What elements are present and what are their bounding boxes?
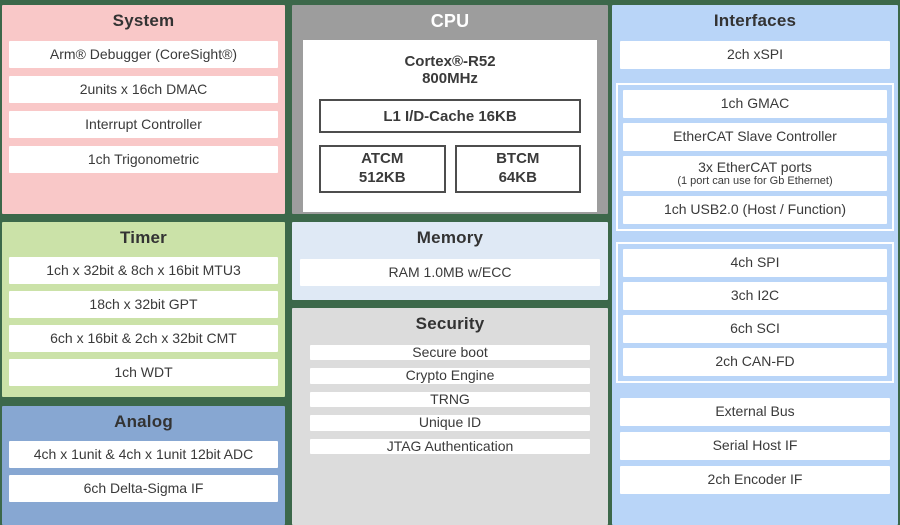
analog-item-delta-sigma: 6ch Delta-Sigma IF <box>9 475 278 502</box>
system-item-interrupt-controller: Interrupt Controller <box>9 111 278 138</box>
interfaces-item-can-fd: 2ch CAN-FD <box>623 348 887 376</box>
interfaces-item-ethercat-slave: EtherCAT Slave Controller <box>623 123 887 151</box>
memory-title: Memory <box>416 228 484 247</box>
timer-block: Timer 1ch x 32bit & 8ch x 16bit MTU3 18c… <box>2 222 285 397</box>
security-item-unique-id: Unique ID <box>310 414 590 431</box>
security-item-secure-boot: Secure boot <box>310 344 590 361</box>
security-block: Security Secure boot Crypto Engine TRNG … <box>292 308 608 525</box>
interfaces-serial-group: 4ch SPI 3ch I2C 6ch SCI 2ch CAN-FD <box>616 242 894 383</box>
atcm-label: ATCM <box>361 150 404 168</box>
cpu-l1-cache-box: L1 I/D-Cache 16KB <box>319 99 581 133</box>
system-items: Arm® Debugger (CoreSight®) 2units x 16ch… <box>9 41 278 173</box>
security-title: Security <box>415 314 485 333</box>
interfaces-ethernet-group: 1ch GMAC EtherCAT Slave Controller 3x Et… <box>616 83 894 231</box>
timer-item-cmt: 6ch x 16bit & 2ch x 32bit CMT <box>9 325 278 352</box>
interfaces-item-i2c: 3ch I2C <box>623 282 887 310</box>
analog-items: 4ch x 1unit & 4ch x 1unit 12bit ADC 6ch … <box>9 441 278 502</box>
interfaces-item-usb: 1ch USB2.0 (Host / Function) <box>623 196 887 224</box>
interfaces-item-xspi: 2ch xSPI <box>620 41 890 69</box>
interfaces-item-gmac: 1ch GMAC <box>623 90 887 118</box>
cpu-tcm-row: ATCM 512KB BTCM 64KB <box>319 145 581 193</box>
interfaces-item-serial-host-if: Serial Host IF <box>620 432 890 460</box>
security-item-jtag-auth: JTAG Authentication <box>310 438 590 454</box>
timer-item-mtu3: 1ch x 32bit & 8ch x 16bit MTU3 <box>9 257 278 284</box>
cpu-frequency: 800MHz <box>422 70 478 87</box>
analog-block: Analog 4ch x 1unit & 4ch x 1unit 12bit A… <box>2 406 285 525</box>
timer-title: Timer <box>120 228 167 247</box>
cpu-core-name: Cortex®-R52 <box>404 53 496 70</box>
ethercat-ports-label: 3x EtherCAT ports <box>698 158 812 175</box>
memory-block: Memory RAM 1.0MB w/ECC <box>292 222 608 300</box>
security-items: Secure boot Crypto Engine TRNG Unique ID… <box>310 344 590 454</box>
timer-items: 1ch x 32bit & 8ch x 16bit MTU3 18ch x 32… <box>9 257 278 386</box>
ethercat-ports-note: (1 port can use for Gb Ethernet) <box>677 175 833 188</box>
analog-item-adc: 4ch x 1unit & 4ch x 1unit 12bit ADC <box>9 441 278 468</box>
interfaces-bottom-items: External Bus Serial Host IF 2ch Encoder … <box>620 398 890 494</box>
interfaces-item-sci: 6ch SCI <box>623 315 887 343</box>
cpu-btcm-box: BTCM 64KB <box>454 145 581 193</box>
interfaces-item-external-bus: External Bus <box>620 398 890 426</box>
system-item-arm-debugger: Arm® Debugger (CoreSight®) <box>9 41 278 68</box>
interfaces-block: Interfaces 2ch xSPI 1ch GMAC EtherCAT Sl… <box>612 5 898 525</box>
memory-item-ram: RAM 1.0MB w/ECC <box>300 259 600 286</box>
system-item-trigonometric: 1ch Trigonometric <box>9 146 278 173</box>
atcm-size: 512KB <box>358 169 406 186</box>
timer-item-wdt: 1ch WDT <box>9 359 278 386</box>
cpu-core-panel: Cortex®-R52 800MHz L1 I/D-Cache 16KB ATC… <box>303 40 597 212</box>
cpu-title: CPU <box>430 11 470 31</box>
timer-item-gpt: 18ch x 32bit GPT <box>9 291 278 318</box>
interfaces-title: Interfaces <box>713 11 797 30</box>
cpu-block: CPU Cortex®-R52 800MHz L1 I/D-Cache 16KB… <box>292 5 608 214</box>
system-item-dmac: 2units x 16ch DMAC <box>9 76 278 103</box>
interfaces-item-ethercat-ports: 3x EtherCAT ports (1 port can use for Gb… <box>623 156 887 191</box>
security-item-trng: TRNG <box>310 391 590 408</box>
cpu-atcm-box: ATCM 512KB <box>319 145 446 193</box>
btcm-label: BTCM <box>496 150 540 168</box>
security-item-crypto-engine: Crypto Engine <box>310 367 590 384</box>
analog-title: Analog <box>114 412 173 431</box>
interfaces-item-spi: 4ch SPI <box>623 249 887 277</box>
btcm-size: 64KB <box>498 169 537 186</box>
system-title: System <box>112 11 175 30</box>
system-block: System Arm® Debugger (CoreSight®) 2units… <box>2 5 285 214</box>
interfaces-item-encoder-if: 2ch Encoder IF <box>620 466 890 494</box>
